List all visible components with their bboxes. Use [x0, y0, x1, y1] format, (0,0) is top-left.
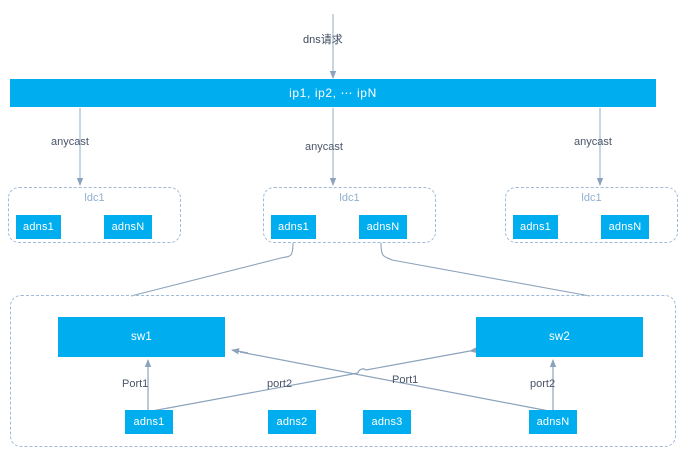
ldc-group-2-label: ldc1: [339, 192, 360, 204]
connector-ldc-detail-right: [380, 242, 591, 297]
ldc-group-3: ldc1: [505, 187, 678, 243]
ip-bar: ip1, ip2, ⋯ ipN: [10, 79, 656, 107]
ldc2-adnsN-node[interactable]: adnsN: [359, 215, 407, 239]
ldc-group-1-label: ldc1: [84, 192, 105, 204]
ldc-group-3-label: ldc1: [581, 192, 602, 204]
detail-group: [10, 295, 676, 447]
port-label-adnsN-sw1: port2: [267, 378, 293, 390]
anycast-label-3: anycast: [574, 136, 612, 148]
detail-adnsN-node[interactable]: adnsN: [529, 410, 577, 434]
switch-sw2-node[interactable]: sw2: [476, 317, 643, 357]
port-label-adns1-sw2: Port1: [392, 374, 419, 386]
anycast-label-1: anycast: [51, 136, 89, 148]
port-label-adns1-sw1: Port1: [122, 378, 149, 390]
anycast-label-2: anycast: [305, 141, 343, 153]
ldc3-adnsN-node[interactable]: adnsN: [601, 215, 649, 239]
ldc1-adnsN-node[interactable]: adnsN: [104, 215, 152, 239]
dns-request-label: dns请求: [303, 34, 343, 46]
ldc3-adns1-node[interactable]: adns1: [513, 215, 558, 239]
ldc1-adns1-node[interactable]: adns1: [16, 215, 61, 239]
ldc2-adns1-node[interactable]: adns1: [271, 215, 316, 239]
detail-adns2-node[interactable]: adns2: [268, 410, 316, 434]
ldc-group-2: ldc1: [263, 187, 436, 243]
ldc-group-1: ldc1: [8, 187, 181, 243]
detail-adns3-node[interactable]: adns3: [363, 410, 411, 434]
connector-ldc-detail-left: [130, 242, 294, 297]
port-label-adnsN-sw2: port2: [530, 378, 556, 390]
switch-sw1-node[interactable]: sw1: [58, 317, 225, 357]
detail-adns1-node[interactable]: adns1: [125, 410, 173, 434]
